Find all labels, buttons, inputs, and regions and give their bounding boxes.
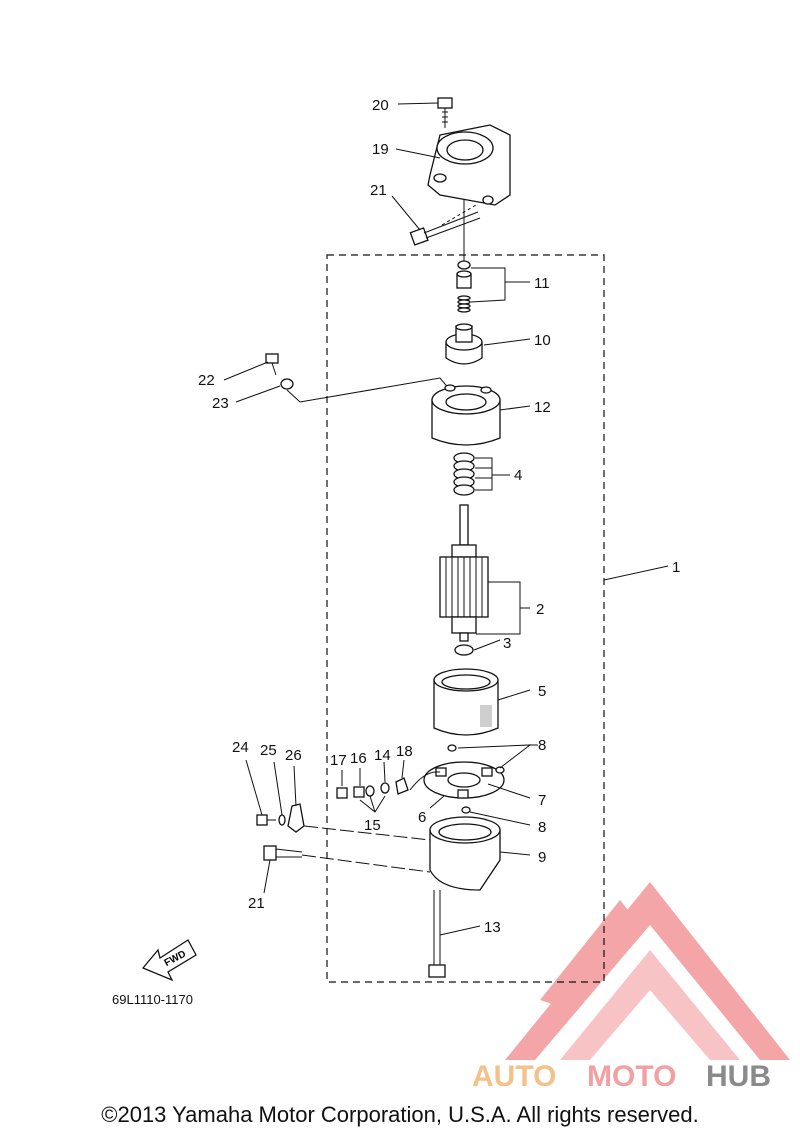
part-22-screw[interactable] — [265, 353, 279, 376]
part-8-screw-upper[interactable] — [447, 744, 457, 752]
callout-14: 14 — [374, 747, 391, 764]
assembly-boundary-box — [326, 254, 605, 983]
callout-20: 20 — [372, 97, 389, 114]
part-15-washer[interactable] — [365, 785, 375, 797]
callout-26: 26 — [285, 747, 302, 764]
callout-2: 2 — [536, 601, 544, 618]
part-9-rear-cover[interactable] — [429, 816, 501, 891]
callout-16: 16 — [350, 750, 367, 767]
part-25-washer[interactable] — [278, 814, 286, 826]
part-8-screw-right[interactable] — [495, 766, 505, 774]
callout-10: 10 — [534, 332, 551, 349]
part-13-through-bolt[interactable] — [428, 890, 446, 978]
callout-11: 11 — [534, 275, 550, 292]
callout-9: 9 — [538, 849, 546, 866]
part-11-stopper-set[interactable] — [456, 260, 472, 313]
part-24-bolt[interactable] — [256, 814, 276, 826]
part-7-brush-holder[interactable] — [423, 761, 505, 799]
part-12-front-housing[interactable] — [431, 384, 501, 446]
callout-21-upper: 21 — [370, 182, 387, 199]
watermark-hub: HUB — [706, 1060, 771, 1093]
callout-17: 17 — [330, 752, 347, 769]
part-18-terminal[interactable] — [395, 777, 409, 795]
part-19-upper-bracket[interactable] — [427, 124, 511, 206]
part-2-armature[interactable] — [439, 504, 489, 642]
callout-15: 15 — [364, 817, 381, 834]
callout-21-lower: 21 — [248, 895, 265, 912]
callout-5: 5 — [538, 683, 546, 700]
part-3-washer[interactable] — [454, 644, 474, 656]
callout-1: 1 — [672, 559, 680, 576]
fwd-arrow-icon: FWD — [141, 939, 197, 982]
callout-numbers: 20 19 21 11 10 22 23 12 4 1 2 3 5 8 7 6 … — [198, 97, 680, 936]
part-4-shim-stack[interactable] — [453, 452, 475, 496]
callout-12: 12 — [534, 399, 551, 416]
part-21-upper-bolt[interactable] — [409, 204, 481, 246]
part-14-washer[interactable] — [380, 782, 390, 794]
callout-leaders — [223, 102, 669, 936]
part-8-screw-lower[interactable] — [461, 806, 471, 814]
callout-24: 24 — [232, 739, 249, 756]
part-23-washer[interactable] — [280, 377, 451, 403]
callout-7: 7 — [538, 792, 546, 809]
watermark-moto: MOTO — [587, 1060, 676, 1093]
callout-18: 18 — [396, 743, 413, 760]
part-17-nut[interactable] — [336, 787, 348, 799]
callout-3: 3 — [503, 635, 511, 652]
callout-23: 23 — [212, 395, 229, 412]
watermark-auto: AUTO — [472, 1060, 556, 1093]
callout-8-upper: 8 — [538, 737, 546, 754]
callout-22: 22 — [198, 372, 215, 389]
callout-8-lower: 8 — [538, 819, 546, 836]
part-20-bolt[interactable] — [437, 97, 453, 128]
part-code: 69L1110-1170 — [112, 992, 193, 1007]
callout-13: 13 — [484, 919, 501, 936]
part-16-nut[interactable] — [353, 786, 365, 798]
callout-19: 19 — [372, 141, 389, 158]
callout-25: 25 — [260, 742, 277, 759]
part-5-yoke[interactable] — [433, 668, 499, 736]
part-6-brush-lead[interactable] — [409, 771, 441, 791]
copyright-notice: ©2013 Yamaha Motor Corporation, U.S.A. A… — [101, 1102, 699, 1127]
callout-4: 4 — [514, 467, 522, 484]
part-21-lower-bolt[interactable] — [263, 845, 431, 873]
part-10-pinion-gear[interactable] — [445, 323, 483, 365]
part-26-clamp[interactable] — [287, 803, 305, 833]
watermark-logo — [505, 882, 790, 1060]
callout-6: 6 — [418, 809, 426, 826]
